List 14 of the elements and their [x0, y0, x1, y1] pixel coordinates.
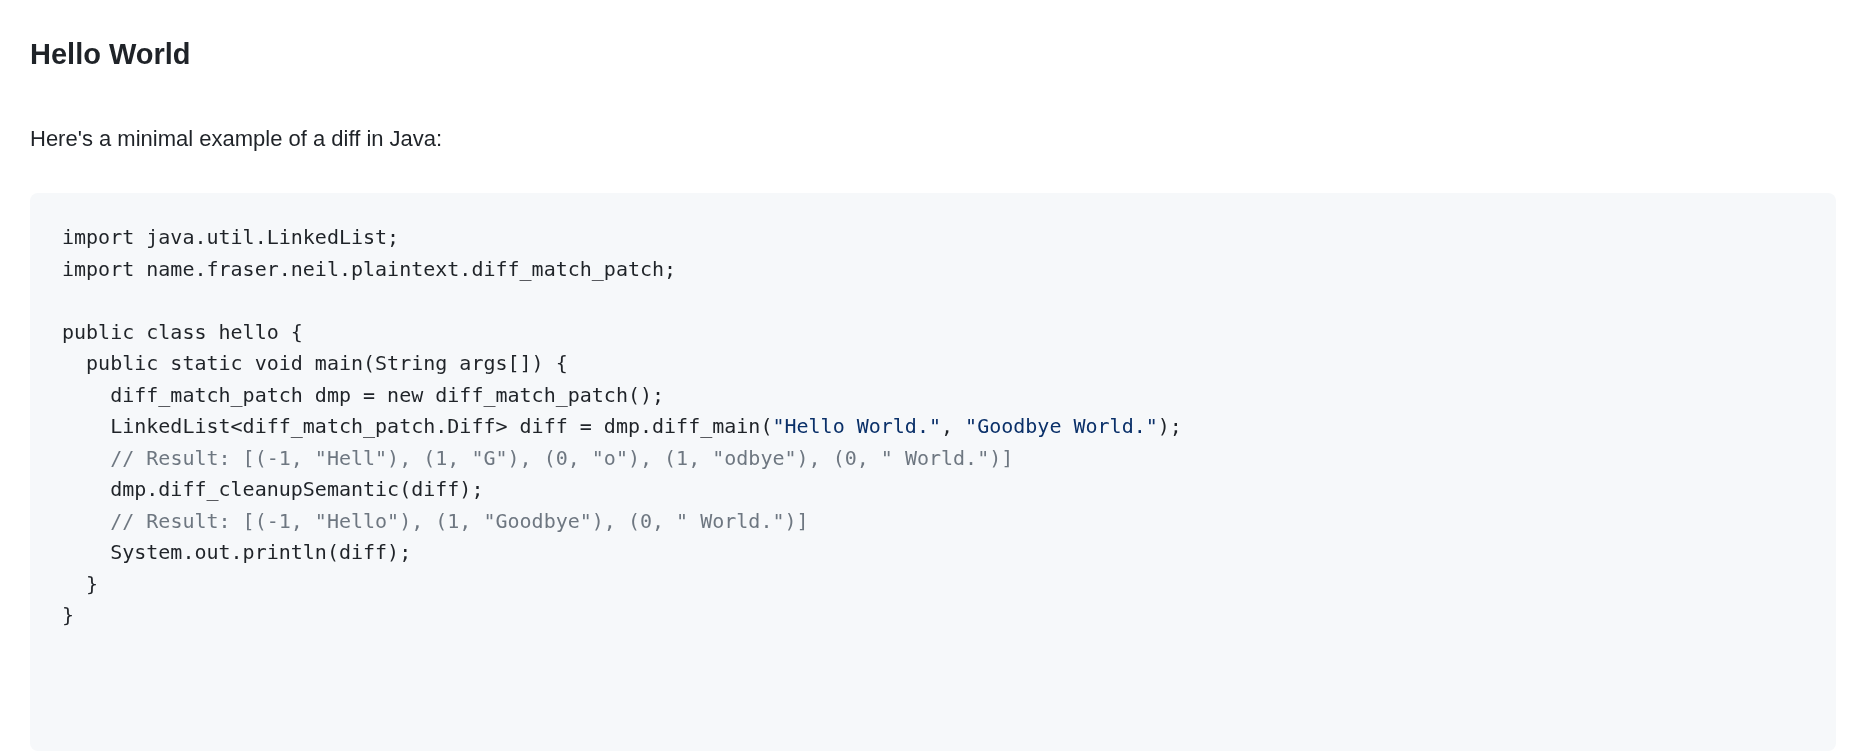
code-line: dmp.diff_cleanupSemantic(diff);: [109, 477, 484, 501]
code-line: System.out.println(diff);: [109, 540, 412, 564]
code-comment: // Result: [(-1, "Hell"), (1, "G"), (0, "o"), (1, "odbye"), (0, " World.")]: [109, 445, 1014, 470]
code-line: import name.fraser.neil.plaintext.diff_match_patch;: [62, 256, 677, 281]
code-line: diff_match_patch dmp = new diff_match_patch();: [109, 382, 665, 407]
heading: Hello World: [30, 38, 191, 71]
intro-text: Here's a minimal example of a diff in Java:: [30, 126, 443, 152]
code-line: LinkedList<diff_match_patch.Diff> diff = dmp.diff_main("Hello World.", "Goodbye World.");: [109, 414, 1182, 438]
code-line: public static void main(String args[]) {: [85, 351, 568, 375]
code-line: }: [62, 603, 75, 627]
code-line: public class hello {: [62, 319, 303, 344]
code-line: }: [85, 571, 99, 596]
code-line: import java.util.LinkedList;: [62, 225, 400, 249]
code-comment: // Result: [(-1, "Hello"), (1, "Goodbye"), (0, " World.")]: [109, 508, 809, 533]
